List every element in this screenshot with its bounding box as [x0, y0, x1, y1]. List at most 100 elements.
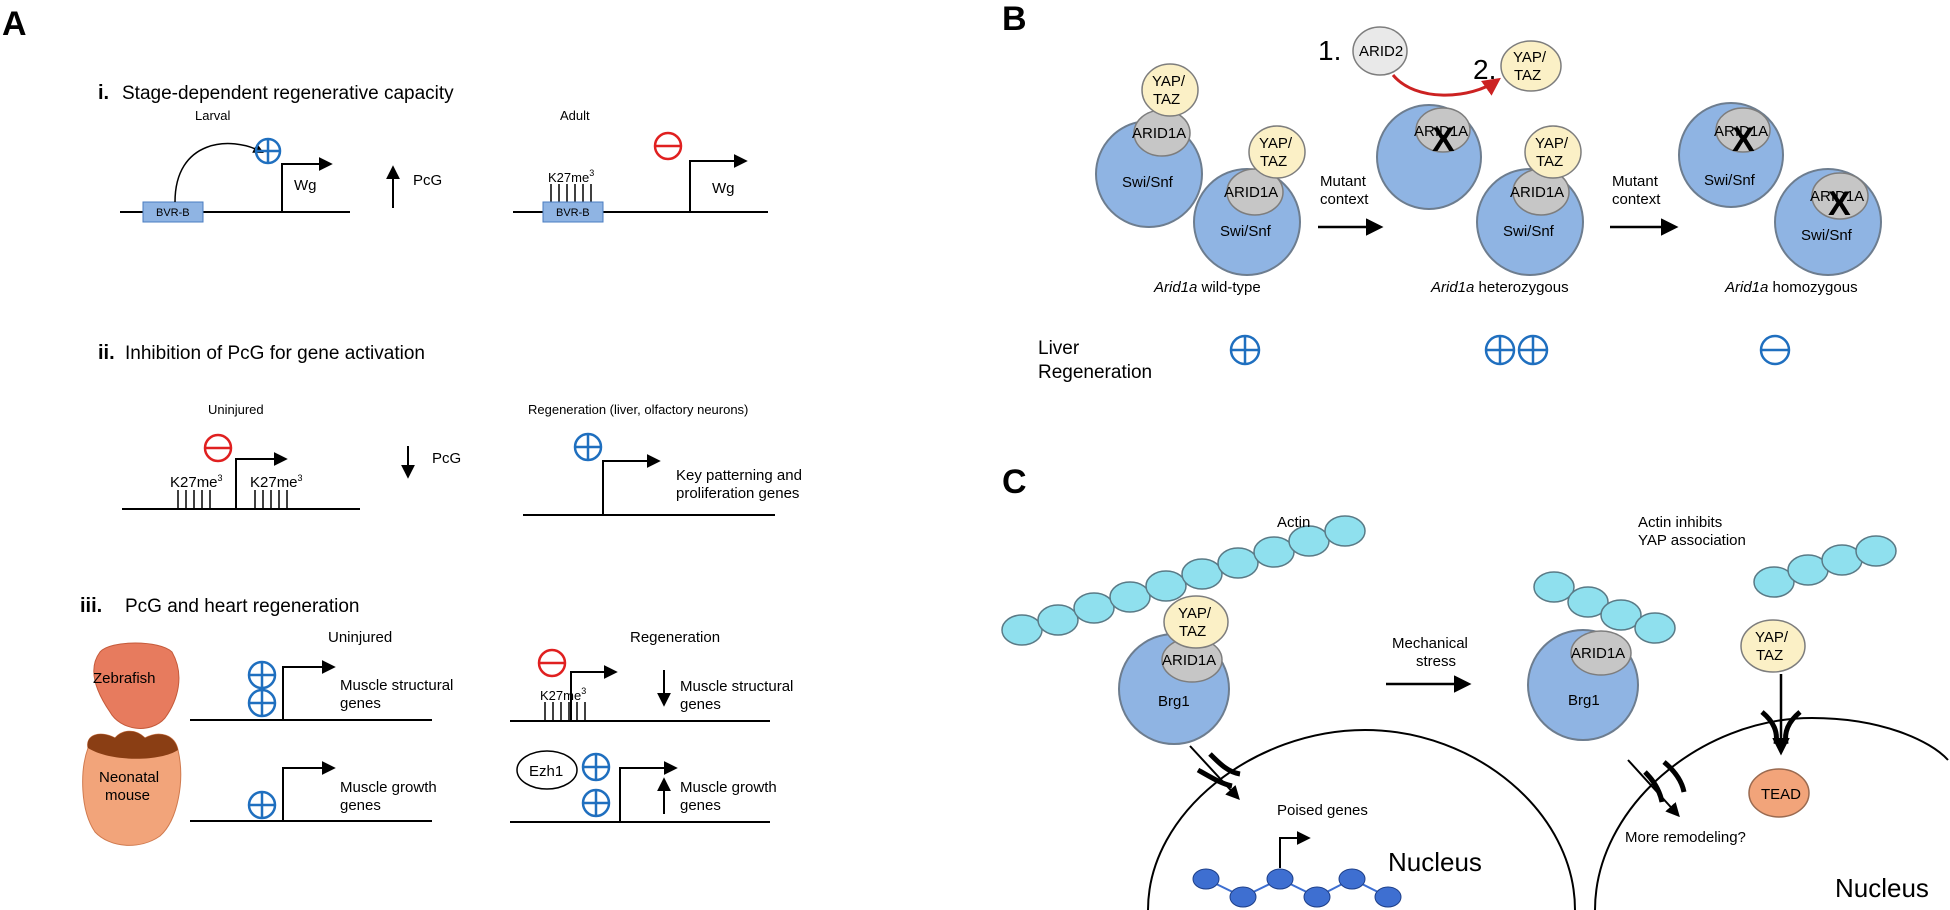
mutant-context-line2: context: [1320, 191, 1369, 208]
step-2-label: 2.: [1473, 54, 1496, 85]
circle-minus-icon: [653, 131, 683, 161]
actin-filament: [1001, 515, 1366, 646]
circle-plus-icon: [581, 788, 611, 818]
uninjured-locus: K27me3 K27me3: [122, 433, 360, 510]
pcg-label-i: PcG: [413, 172, 442, 189]
ezh1-ellipse: [516, 750, 578, 790]
arid2-label: ARID2: [1359, 43, 1403, 60]
circle-plus-icon: [247, 688, 277, 718]
step-1-label: 1.: [1318, 35, 1341, 66]
x-mark-icon: X: [1732, 121, 1755, 159]
section-ii-title: Inhibition of PcG for gene activation: [125, 343, 425, 364]
circle-plus-icon: [573, 432, 603, 462]
import-arrow: [1627, 759, 1680, 818]
yap-label-line1: YAP/: [1259, 135, 1293, 152]
mutant-context-line2: context: [1612, 191, 1661, 208]
yap-label-line1: YAP/: [1178, 605, 1212, 622]
circle-plus-icon: [1229, 334, 1261, 366]
nucleosome: [1266, 868, 1294, 890]
arid1a-subunit: [1811, 172, 1869, 220]
liver-label-line1: Liver: [1038, 338, 1080, 359]
homozygous-complexes: Swi/Snf ARID1A X Swi/Snf ARID1A X: [1678, 102, 1882, 276]
panel-c-label: C: [1002, 463, 1027, 501]
uninjured-label: Uninjured: [208, 402, 264, 417]
poised-genes-label: Poised genes: [1277, 802, 1368, 819]
structural-genes-line1: Muscle structural: [680, 678, 793, 695]
tss-arrow: [282, 761, 336, 821]
uninjured-structural-locus: Muscle structural genes: [190, 660, 453, 721]
liver-label-line2: Regeneration: [1038, 362, 1152, 383]
poised-chromatin: Poised genes: [1192, 802, 1402, 908]
panel-a-label: A: [2, 5, 27, 43]
yap-taz: [1500, 40, 1562, 92]
pcg-label-ii: PcG: [432, 450, 461, 467]
regeneration-label-iii: Regeneration: [630, 629, 720, 646]
swisnf-label: Swi/Snf: [1704, 172, 1756, 189]
x-mark-icon: X: [1432, 121, 1455, 159]
yap-label-line1: YAP/: [1513, 49, 1547, 66]
swisnf-label: Swi/Snf: [1503, 223, 1555, 240]
k27-marks: [177, 490, 288, 509]
yap-label-line2: TAZ: [1756, 647, 1783, 664]
arid1a-subunit: [1570, 630, 1632, 676]
yap-label-line2: TAZ: [1179, 623, 1206, 640]
circle-minus-icon: [1759, 334, 1791, 366]
yap-label-line1: YAP/: [1755, 629, 1789, 646]
circle-plus-icon: [247, 790, 277, 820]
k27-marks: [544, 702, 586, 721]
k27me3-label: K27me3: [170, 473, 223, 491]
panel-b-label: B: [1002, 0, 1027, 38]
tss-arrow: [1279, 831, 1311, 868]
red-arrow: [1391, 74, 1501, 97]
arid1a-label: ARID1A: [1810, 188, 1864, 205]
larval-locus: BVR-B Wg: [120, 137, 350, 223]
yap-label-line2: TAZ: [1514, 67, 1541, 84]
regeneration-locus: Key patterning and proliferation genes: [523, 432, 802, 516]
bvr-b-label: BVR-B: [556, 207, 590, 219]
zebrafish-heart-icon: [93, 642, 180, 729]
nucleosome: [1303, 886, 1331, 908]
heterozygous-complexes: 1. ARID2 2. YAP/ TAZ ARID1A X Swi/Snf AR…: [1318, 26, 1584, 276]
mutant-context-line1: Mutant: [1612, 173, 1659, 190]
section-ii-number: ii.: [98, 342, 115, 364]
bvr-b-box: [542, 201, 604, 223]
yap-taz: [1740, 619, 1806, 673]
yap-label-line2: TAZ: [1153, 91, 1180, 108]
k27me3-label: K27me3: [548, 168, 594, 185]
yap-taz: [1248, 125, 1306, 179]
regeneration-growth-locus: Ezh1 Muscle growth genes: [510, 750, 777, 823]
uninjured-label-iii: Uninjured: [328, 629, 392, 646]
arid1a-subunit: [1415, 107, 1471, 153]
actin-filament: [1533, 571, 1676, 644]
circle-minus-icon: [537, 648, 567, 678]
structural-genes-line1: Muscle structural: [340, 677, 453, 694]
structural-genes-line2: genes: [340, 695, 381, 712]
actin-inhibits-line1: Actin inhibits: [1638, 514, 1722, 531]
x-mark-icon: X: [1828, 185, 1851, 223]
structural-genes-line2: genes: [680, 696, 721, 713]
actin-inhibits-line2: YAP association: [1638, 532, 1746, 549]
uninjured-growth-locus: Muscle growth genes: [190, 761, 437, 822]
bvr-b-label: BVR-B: [156, 207, 190, 219]
arid1a-subunit: [1715, 107, 1771, 153]
tss-arrow: [602, 454, 661, 515]
tss-arrow: [282, 660, 336, 720]
section-i-title: Stage-dependent regenerative capacity: [122, 83, 454, 104]
circle-plus-icon: [247, 660, 277, 690]
heterozygous-genotype-label: Arid1a heterozygous: [1430, 279, 1569, 296]
arid1a-label: ARID1A: [1132, 125, 1186, 142]
brg1-label: Brg1: [1568, 692, 1600, 709]
more-remodeling-label: More remodeling?: [1625, 829, 1746, 846]
mutant-context-line1: Mutant: [1320, 173, 1367, 190]
nucleus-membrane: [1594, 716, 1949, 910]
circle-plus-icon: [1517, 334, 1549, 366]
brg1-label: Brg1: [1158, 693, 1190, 710]
tss-arrow: [281, 157, 333, 212]
regeneration-structural-locus: K27me3 Muscle structural genes: [510, 648, 793, 722]
arid1a-label: ARID1A: [1510, 184, 1564, 201]
nucleosome: [1229, 886, 1257, 908]
actin-label: Actin: [1277, 514, 1310, 531]
yap-label-line2: TAZ: [1536, 153, 1563, 170]
k27me3-label: K27me3: [250, 473, 303, 491]
